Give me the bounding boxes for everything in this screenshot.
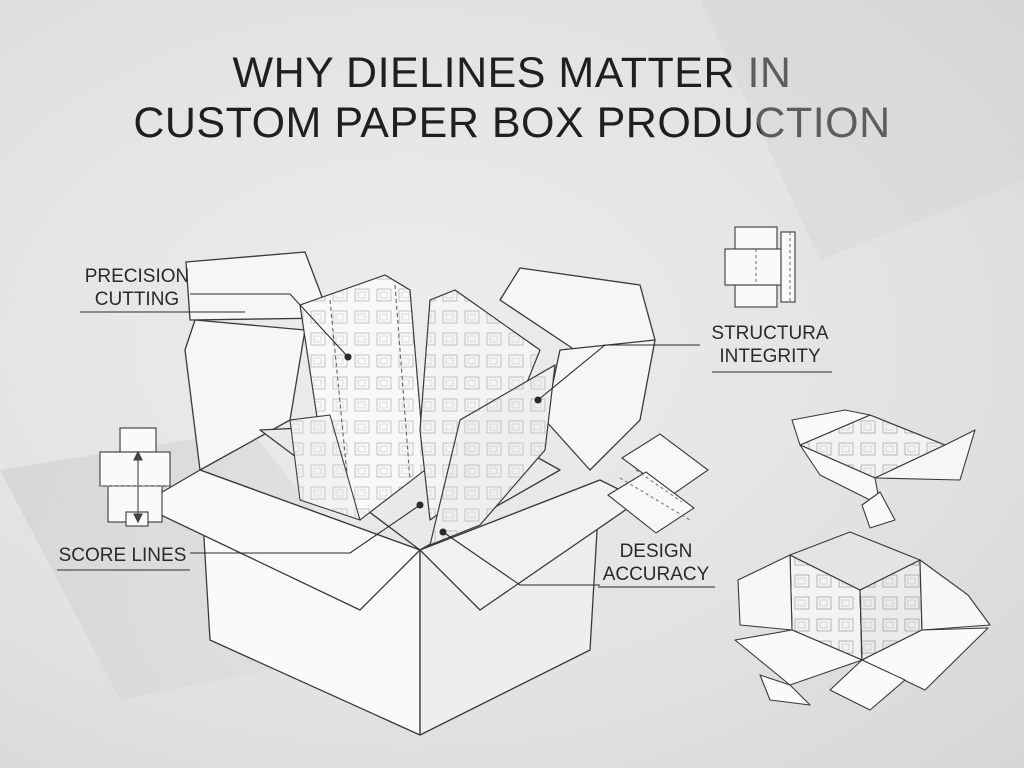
label-design-accuracy-line1: DESIGN [619, 541, 693, 562]
left-flap [184, 319, 306, 471]
leader-design-accuracy [442, 531, 600, 586]
exploded-box [734, 409, 991, 711]
label-structural-integrity-line1: STRUCTURA [711, 323, 829, 344]
leader-structural-integrity [537, 344, 700, 401]
score-lines-dieline [99, 427, 171, 527]
label-precision-cutting-line1: PRECISION [84, 266, 190, 287]
design-accuracy-dieline [607, 433, 709, 534]
label-structural-integrity-line2: INTEGRITY [719, 346, 821, 367]
leader-lines [57, 293, 832, 588]
label-design-accuracy-line2: ACCURACY [602, 564, 710, 585]
structural-dieline-flat [724, 226, 796, 308]
page-title: WHY DIELINES MATTER IN CUSTOM PAPER BOX … [0, 48, 1024, 148]
lid-flap-left [791, 409, 871, 446]
label-structural-integrity: STRUCTURA INTEGRITY [706, 322, 834, 368]
lid-flap-right [874, 429, 976, 481]
main-open-box [139, 251, 656, 736]
label-design-accuracy: DESIGN ACCURACY [596, 540, 716, 586]
label-score-lines-line1: SCORE LINES [58, 545, 187, 566]
label-precision-cutting-line2: CUTTING [94, 289, 180, 310]
lid-tab [861, 491, 896, 529]
title-line-2: CUSTOM PAPER BOX PRODUCTION [133, 99, 891, 147]
label-score-lines: SCORE LINES [55, 544, 190, 567]
label-precision-cutting: PRECISION CUTTING [82, 265, 192, 311]
rising-dieline-right [419, 289, 556, 546]
leader-score-lines [190, 504, 421, 554]
back-left-flap [185, 251, 331, 321]
rising-dieline-center [289, 414, 361, 521]
back-right-flap [499, 267, 656, 351]
leader-precision-cutting [190, 293, 349, 358]
title-line-1: WHY DIELINES MATTER IN [232, 49, 792, 97]
